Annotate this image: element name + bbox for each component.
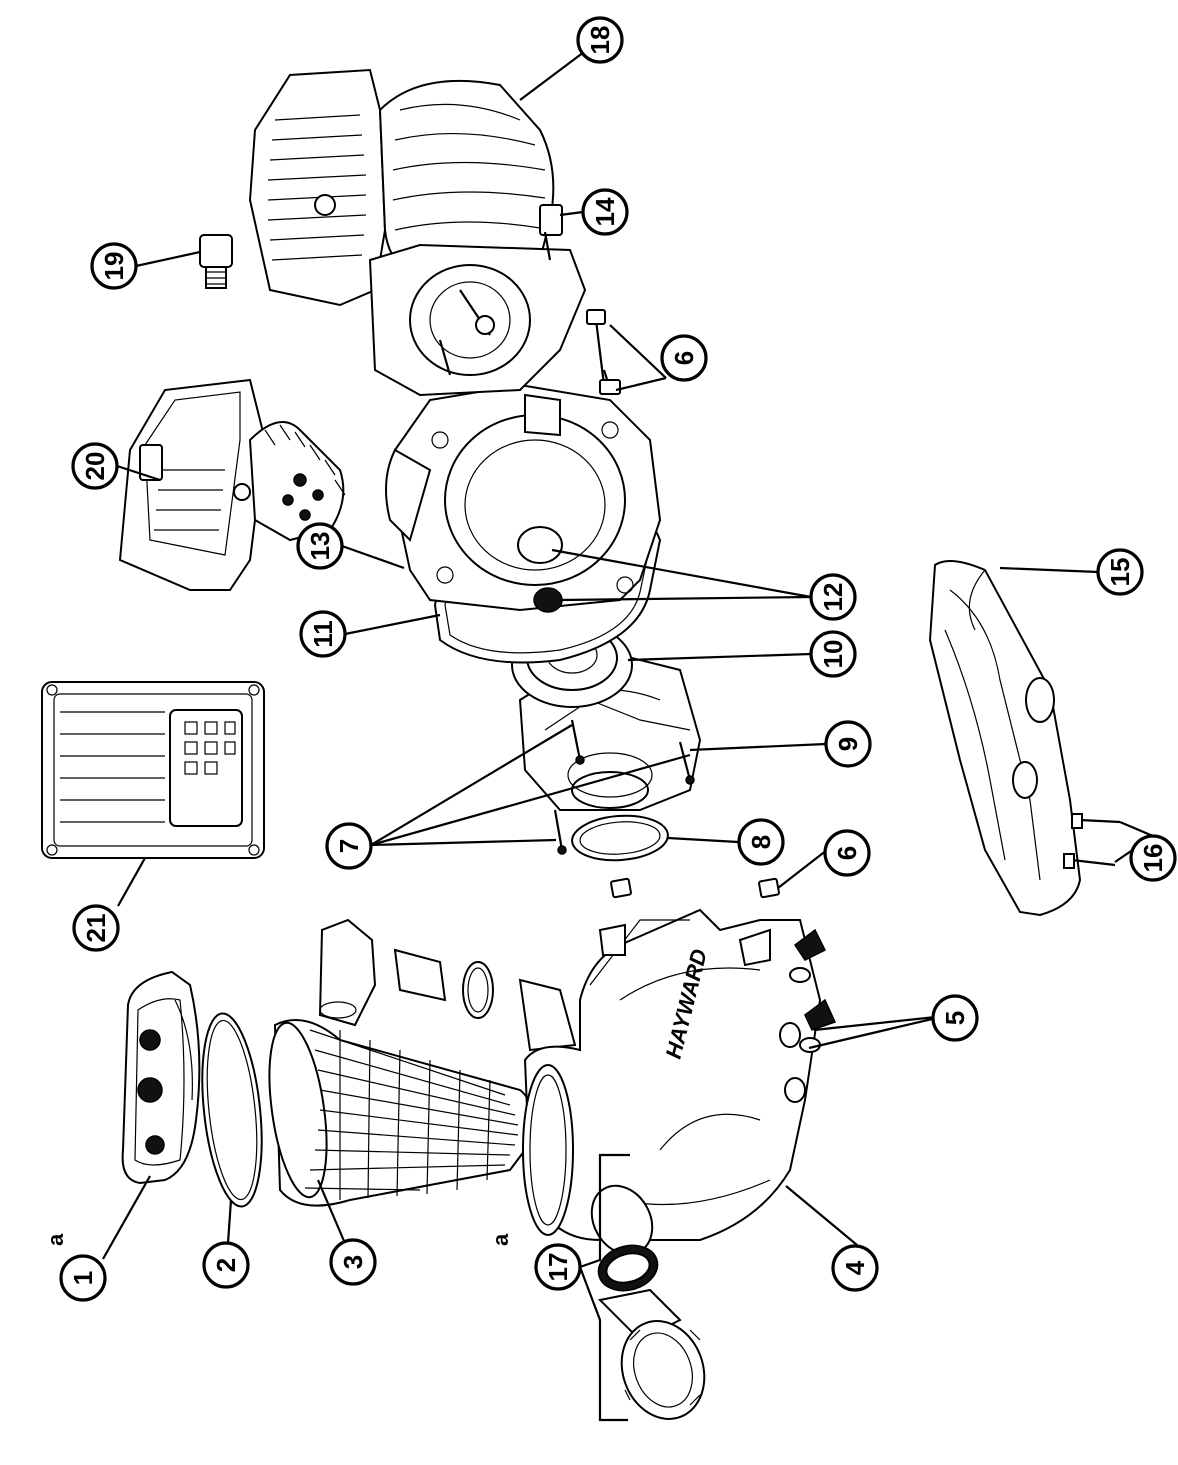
svg-text:7: 7 (334, 839, 364, 853)
motor-drawing (248, 68, 587, 397)
callout-2-lid-o-ring: 2 (202, 1241, 250, 1289)
seal-plate-drawing (385, 383, 662, 613)
diffuser-o-ring-drawing (571, 814, 669, 862)
square-nuts-drawing (610, 877, 780, 899)
callout-18-motor: 18 (576, 16, 624, 64)
callout-5-drain-plugs: 5 (931, 994, 979, 1042)
svg-text:14: 14 (590, 197, 620, 226)
svg-text:1: 1 (68, 1271, 98, 1285)
svg-text:6: 6 (832, 846, 862, 860)
footnote-marker-union-kit: a (488, 1233, 513, 1246)
callout-14-motor-bolts: 14 (581, 188, 629, 236)
callout-3-strainer-basket: 3 (329, 1238, 377, 1286)
svg-text:10: 10 (818, 640, 848, 669)
remote-keypad-drawing (41, 681, 265, 859)
svg-text:19: 19 (99, 252, 129, 281)
svg-text:15: 15 (1105, 558, 1135, 587)
svg-text:8: 8 (746, 835, 776, 849)
base-screws-drawing (1063, 813, 1121, 869)
svg-text:2: 2 (211, 1258, 241, 1272)
diffuser-screws-drawing (553, 719, 695, 855)
callout-6-nuts-bolts: 6 (660, 334, 708, 382)
callout-21-remote-keypad: 21 (72, 904, 120, 952)
svg-text:17: 17 (543, 1253, 573, 1282)
callout-16-base-screws: 16 (1129, 834, 1177, 882)
leader-lines (102, 39, 1154, 1422)
svg-text:3: 3 (338, 1255, 368, 1269)
callout-13-seal-plate: 13 (296, 522, 344, 570)
callout-17-union-kit: 17 (534, 1243, 582, 1291)
svg-text:5: 5 (940, 1011, 970, 1025)
cable-gland-drawing (199, 234, 233, 289)
union-kit-drawing (590, 1184, 706, 1420)
callout-9-diffuser: 9 (824, 720, 872, 768)
base-drawing (928, 560, 1082, 917)
svg-text:6: 6 (669, 351, 699, 365)
lid-o-ring-drawing (201, 1012, 263, 1208)
svg-text:13: 13 (305, 532, 335, 561)
callout-8-diffuser-o-ring: 8 (737, 818, 785, 866)
callout-10-impeller: 10 (809, 630, 857, 678)
svg-text:20: 20 (80, 452, 110, 481)
strainer-basket-drawing (268, 1019, 533, 1207)
lid-drawing (121, 970, 201, 1185)
callout-11-housing-o-ring: 11 (299, 610, 347, 658)
drain-plugs-drawing (789, 928, 837, 1053)
callout-6-nuts-bolts: 6 (823, 829, 871, 877)
callout-7-diffuser-screws: 7 (325, 822, 373, 870)
svg-text:16: 16 (1138, 844, 1168, 873)
callout-20-drive: 20 (71, 442, 119, 490)
callout-1-lid: 1 (59, 1254, 107, 1302)
union-fitting-drawing (318, 918, 577, 1052)
svg-text:12: 12 (818, 583, 848, 612)
svg-text:18: 18 (585, 26, 615, 55)
svg-text:9: 9 (833, 737, 863, 751)
footnote-marker-lid: a (43, 1233, 68, 1246)
callout-12-seal: 12 (809, 573, 857, 621)
pump-housing-drawing: HAYWARD (522, 908, 822, 1241)
drive-unit-drawing (118, 378, 346, 591)
callout-19-cable-gland: 19 (90, 242, 138, 290)
callout-4-pump-housing: 4 (831, 1244, 879, 1292)
svg-text:4: 4 (840, 1260, 870, 1275)
callout-15-base: 15 (1096, 548, 1144, 596)
svg-text:11: 11 (308, 620, 338, 648)
svg-text:21: 21 (81, 914, 111, 943)
motor-bolts-drawing (586, 309, 621, 396)
